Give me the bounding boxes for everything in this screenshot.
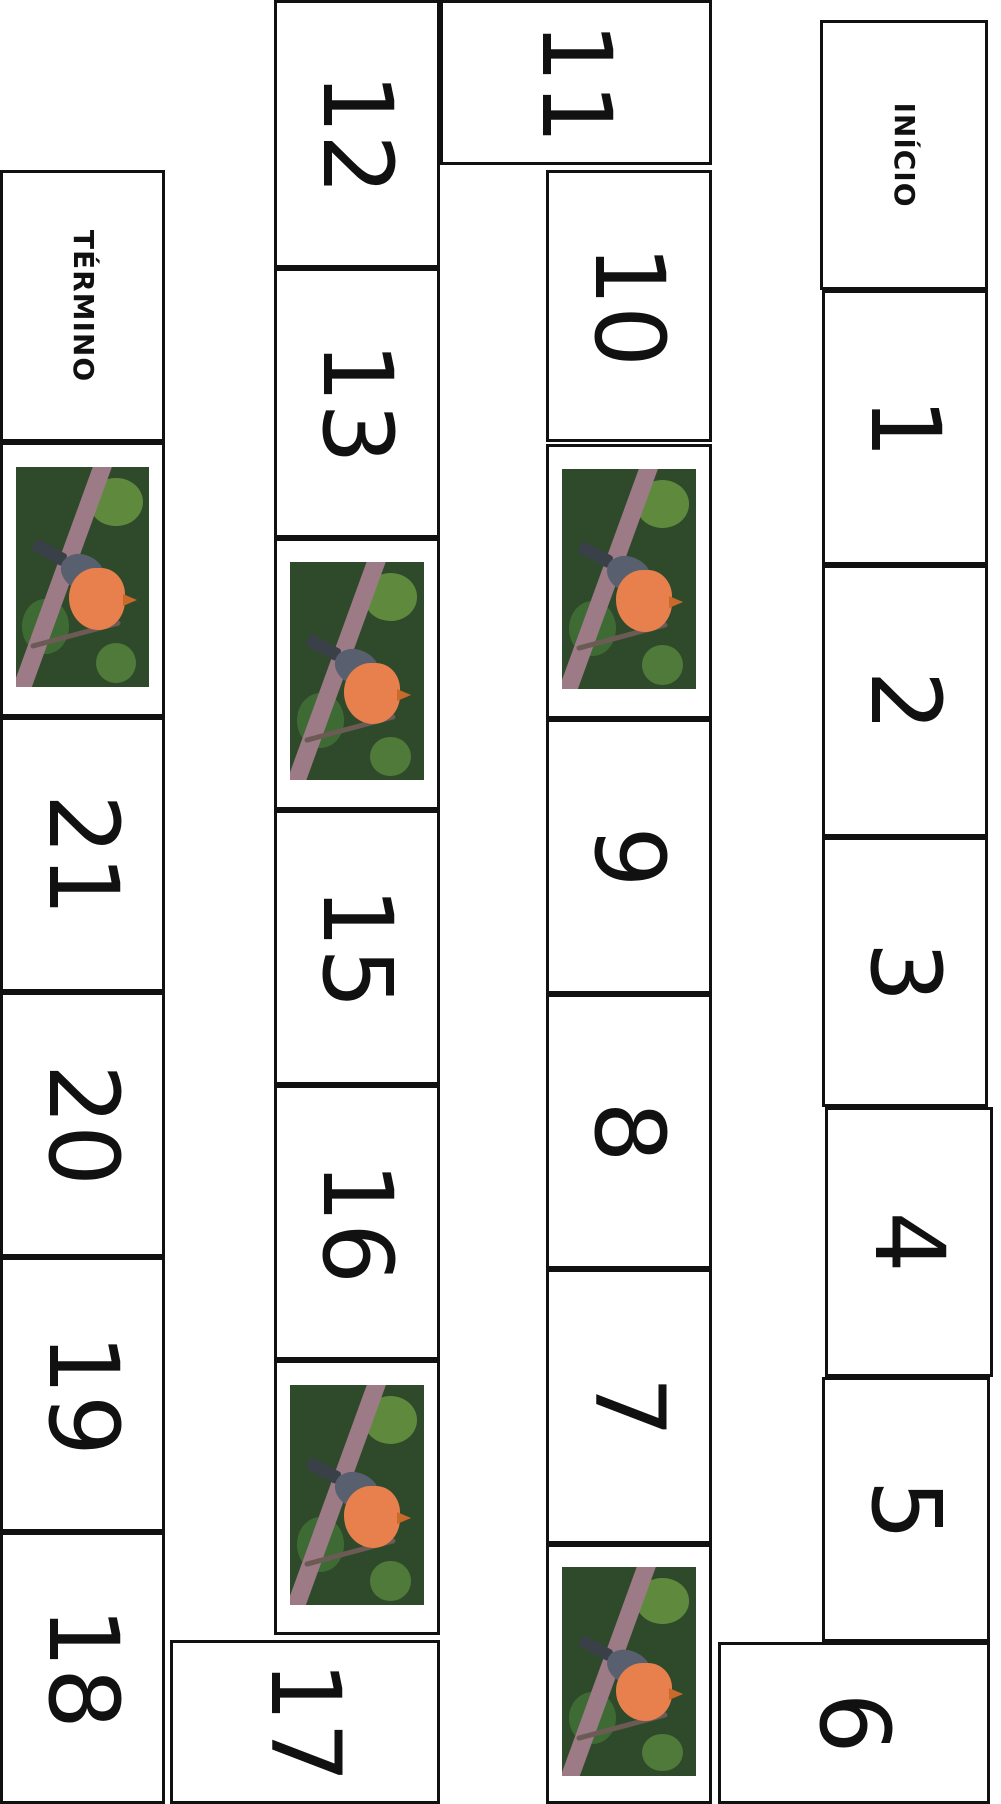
space-16[interactable]: 16 xyxy=(274,1085,440,1360)
space-number: 7 xyxy=(581,1376,677,1437)
space-4[interactable]: 4 xyxy=(825,1107,993,1377)
space-number: 1 xyxy=(857,397,953,458)
bird-space[interactable] xyxy=(274,1360,440,1635)
space-7[interactable]: 7 xyxy=(546,1269,712,1544)
space-number: 9 xyxy=(581,826,677,887)
space-18[interactable]: 18 xyxy=(0,1532,165,1804)
space-number: 11 xyxy=(528,21,624,143)
space-6[interactable]: 6 xyxy=(718,1642,990,1804)
end-space[interactable]: TÉRMINO xyxy=(0,170,165,442)
space-number: 4 xyxy=(861,1211,957,1272)
space-number: 18 xyxy=(35,1607,131,1729)
robin-on-branch-image xyxy=(16,467,150,688)
space-number: 20 xyxy=(35,1063,131,1185)
space-5[interactable]: 5 xyxy=(822,1377,990,1642)
space-13[interactable]: 13 xyxy=(274,268,440,538)
bird-space[interactable] xyxy=(0,442,165,717)
space-2[interactable]: 2 xyxy=(822,565,988,837)
space-20[interactable]: 20 xyxy=(0,992,165,1257)
space-17[interactable]: 17 xyxy=(170,1640,440,1804)
space-number: 21 xyxy=(35,793,131,915)
start-space[interactable]: INÍCIO xyxy=(820,20,988,290)
space-number: 2 xyxy=(857,670,953,731)
robin-on-branch-image xyxy=(290,1385,424,1606)
space-3[interactable]: 3 xyxy=(822,837,988,1107)
space-19[interactable]: 19 xyxy=(0,1257,165,1532)
space-number: 16 xyxy=(309,1161,405,1283)
space-12[interactable]: 12 xyxy=(274,0,440,268)
bird-space[interactable] xyxy=(546,444,712,719)
space-1[interactable]: 1 xyxy=(822,290,988,565)
space-number: 13 xyxy=(309,342,405,464)
start-label: INÍCIO xyxy=(890,102,918,207)
robin-on-branch-image xyxy=(562,469,696,690)
space-number: 19 xyxy=(35,1333,131,1455)
space-21[interactable]: 21 xyxy=(0,717,165,992)
space-14-bird[interactable] xyxy=(274,538,440,810)
space-number: 15 xyxy=(309,886,405,1008)
space-number: 5 xyxy=(858,1479,954,1540)
space-9[interactable]: 9 xyxy=(546,719,712,994)
space-11[interactable]: 11 xyxy=(440,0,712,165)
space-number: 10 xyxy=(581,245,677,367)
robin-on-branch-image xyxy=(562,1567,696,1775)
space-number: 6 xyxy=(806,1692,902,1753)
end-label: TÉRMINO xyxy=(69,230,97,382)
robin-on-branch-image xyxy=(290,562,424,780)
space-number: 3 xyxy=(857,941,953,1002)
space-number: 17 xyxy=(257,1661,353,1783)
bird-space[interactable] xyxy=(546,1544,712,1804)
space-number: 8 xyxy=(581,1101,677,1162)
space-10[interactable]: 10 xyxy=(546,170,712,442)
space-8[interactable]: 8 xyxy=(546,994,712,1269)
space-number: 12 xyxy=(309,73,405,195)
space-15[interactable]: 15 xyxy=(274,810,440,1085)
